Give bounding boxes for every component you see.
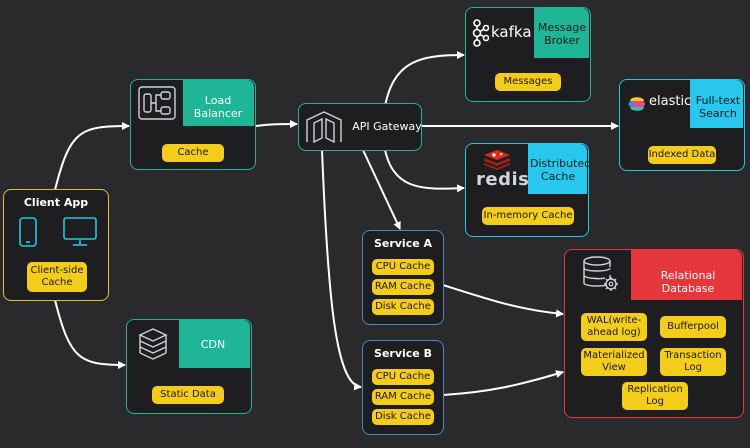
redis-logo-icon — [484, 150, 510, 170]
arrow-gateway-to-redis — [383, 144, 465, 193]
api-gateway-node[interactable]: API Gateway — [298, 103, 422, 151]
service-b-cpu-cache-pill: CPU Cache — [372, 369, 434, 385]
static-data-pill: Static Data — [152, 386, 224, 404]
indexed-data-pill: Indexed Data — [648, 146, 716, 164]
arrow-gateway-to-service-a — [362, 149, 401, 230]
messages-pill: Messages — [495, 73, 561, 91]
cdn-title: CDN — [200, 338, 226, 351]
elastic-logo-text: elastic — [649, 94, 692, 109]
load-balancer-icon-box — [131, 80, 183, 126]
service-b-title: Service B — [374, 347, 432, 360]
cdn-icon-box — [127, 320, 179, 368]
service-a-disk-cache-pill: Disk Cache — [372, 299, 434, 315]
service-b-node[interactable]: Service B CPU Cache RAM Cache Disk Cache — [362, 340, 444, 435]
redis-logo-box: redis — [466, 144, 530, 194]
load-balancer-title: Load Balancer — [193, 94, 243, 120]
arrow-gateway-to-service-b — [321, 149, 362, 391]
materialized-view-pill: Materialized View — [581, 348, 647, 376]
elastic-node[interactable]: elastic Full-text Search Indexed Data — [619, 79, 745, 171]
arrow-client-to-cdn — [54, 299, 126, 369]
cdn-node[interactable]: CDN Static Data — [126, 319, 252, 414]
elastic-title: Full-text Search — [695, 94, 741, 120]
server-stack-icon — [138, 328, 168, 360]
lb-cache-pill: Cache — [162, 144, 224, 162]
api-gateway-title: API Gateway — [352, 120, 422, 133]
arrow-lb-to-gateway — [255, 120, 298, 129]
bufferpool-pill: Bufferpool — [660, 316, 726, 338]
database-icon-box — [565, 250, 631, 300]
arrow-service-b-to-db — [442, 370, 564, 396]
transaction-log-pill: Transaction Log — [660, 348, 726, 376]
load-balancer-node[interactable]: Load Balancer Cache — [130, 79, 256, 170]
kafka-logo-text: kafka — [491, 23, 532, 41]
elastic-logo-icon — [628, 97, 645, 111]
database-gear-icon — [583, 256, 618, 291]
in-memory-cache-pill: In-memory Cache — [482, 207, 574, 225]
mobile-phone-icon — [19, 217, 37, 247]
relational-database-node[interactable]: Relational Database WAL(write-ahead log)… — [564, 249, 744, 418]
arrow-client-to-lb — [54, 122, 130, 191]
kafka-title: Message Broker — [537, 21, 587, 47]
kafka-node[interactable]: kafka Message Broker Messages — [465, 7, 591, 102]
arrow-gateway-to-kafka — [383, 51, 465, 113]
redis-node[interactable]: redis Distributed Cache In-memory Cache — [465, 143, 592, 237]
kafka-logo-icon — [472, 19, 489, 47]
service-b-disk-cache-pill: Disk Cache — [372, 409, 434, 425]
gateway-icon — [306, 111, 342, 144]
service-a-cpu-cache-pill: CPU Cache — [372, 259, 434, 275]
load-balancer-icon — [138, 86, 176, 120]
kafka-logo-box: kafka — [466, 8, 534, 58]
service-a-ram-cache-pill: RAM Cache — [372, 279, 434, 295]
service-a-node[interactable]: Service A CPU Cache RAM Cache Disk Cache — [362, 230, 444, 325]
elastic-logo-box: elastic — [620, 80, 692, 128]
service-b-ram-cache-pill: RAM Cache — [372, 389, 434, 405]
client-app-node[interactable]: Client App Client-side Cache — [3, 189, 109, 301]
replication-log-pill: Replication Log — [622, 382, 688, 410]
client-side-cache-pill: Client-side Cache — [27, 262, 87, 292]
arrow-service-a-to-db — [442, 284, 564, 318]
redis-logo-text: redis — [476, 169, 530, 190]
service-a-title: Service A — [373, 237, 433, 250]
wal-pill: WAL(write-ahead log) — [581, 313, 647, 341]
redis-title: Distributed Cache — [530, 157, 592, 183]
database-title: Relational Database — [660, 269, 716, 295]
desktop-monitor-icon — [63, 217, 97, 246]
client-app-title: Client App — [23, 196, 89, 209]
